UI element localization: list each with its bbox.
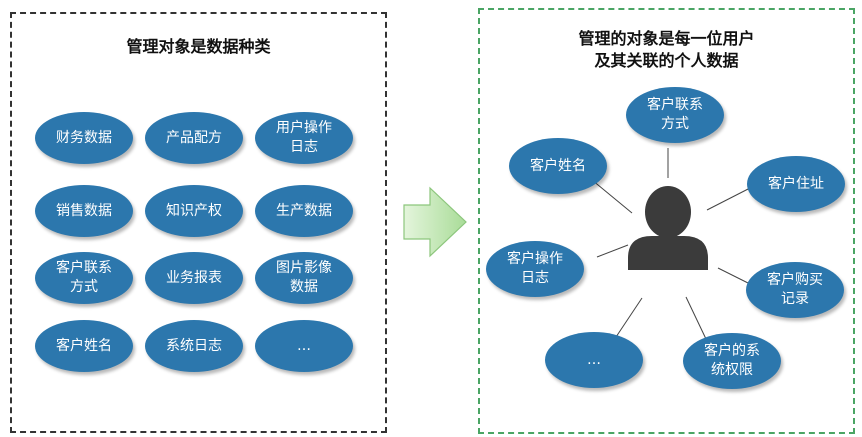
data-category-ellipse: … [255, 320, 353, 372]
right-panel [478, 8, 855, 434]
data-category-ellipse: 生产数据 [255, 185, 353, 237]
right-arrow-icon [403, 186, 467, 258]
related-data-ellipse: 客户操作 日志 [486, 241, 584, 297]
person-icon [628, 186, 708, 270]
data-category-ellipse: 产品配方 [145, 112, 243, 164]
data-category-ellipse: 用户操作 日志 [255, 112, 353, 164]
related-data-ellipse: 客户的系 统权限 [683, 333, 781, 389]
data-category-ellipse: 图片影像 数据 [255, 252, 353, 304]
data-category-ellipse: 客户姓名 [35, 320, 133, 372]
right-panel-title: 管理的对象是每一位用户 及其关联的个人数据 [578, 29, 755, 70]
data-category-ellipse: 系统日志 [145, 320, 243, 372]
related-data-ellipse: … [545, 332, 643, 388]
related-data-ellipse: 客户购买 记录 [746, 262, 844, 318]
data-category-ellipse: 财务数据 [35, 112, 133, 164]
related-data-ellipse: 客户住址 [747, 156, 845, 212]
connector-lines [591, 148, 753, 341]
related-data-ellipse: 客户姓名 [509, 138, 607, 194]
related-data-ellipse: 客户联系 方式 [626, 87, 724, 143]
data-category-ellipse: 知识产权 [145, 185, 243, 237]
left-panel-title: 管理对象是数据种类 [126, 37, 271, 56]
data-category-ellipse: 业务报表 [145, 252, 243, 304]
left-panel [10, 12, 387, 433]
data-category-ellipse: 客户联系 方式 [35, 252, 133, 304]
data-category-ellipse: 销售数据 [35, 185, 133, 237]
